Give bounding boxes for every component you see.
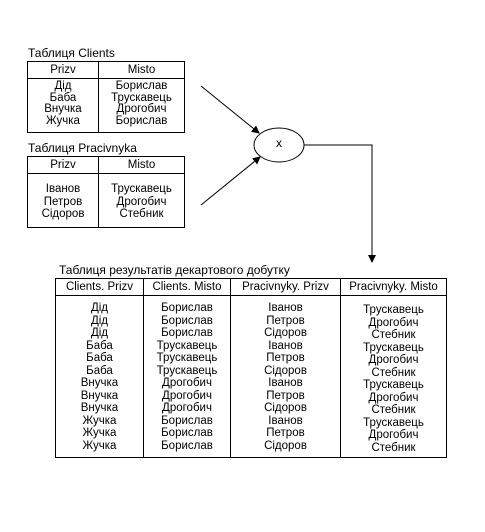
result-table: Clients. Prizv Clients. Misto Pracivnyky… [55,278,447,458]
clients-header-prizv: Prizv [27,61,99,79]
clients-misto-values: Борислав Трускавець Дрогобич Борислав [111,80,172,127]
result-pracivnyky-prizv-cell: Іванов Петров Сідоров Іванов Петров Сідо… [230,295,341,458]
result-clients-misto-cell: Борислав Борислав Борислав Трускавець Тр… [143,295,231,458]
result-header-pracivnyky-misto: Pracivnyky. Misto [340,278,447,296]
clients-table: Prizv Misto Дід Баба Внучка Жучка Борисл… [27,61,185,133]
pracivnyka-header-misto: Misto [98,156,185,174]
result-clients-prizv-values: Дід Дід Дід Баба Баба Баба Внучка Внучка… [80,302,119,452]
pracivnyka-caption: Таблиця Pracivnyka [28,141,137,155]
clients-header-misto: Misto [98,61,185,79]
pracivnyka-to-operator-arrow [200,156,261,206]
result-clients-prizv-cell: Дід Дід Дід Баба Баба Баба Внучка Внучка… [56,296,144,458]
pracivnyka-prizv-cell: Іванов Петров Сідоров [28,174,99,228]
result-clients-misto-values: Борислав Борислав Борислав Трускавець Тр… [156,302,218,452]
clients-misto-cell: Борислав Трускавець Дрогобич Борислав [98,78,185,133]
clients-to-operator-arrow [200,85,260,134]
pracivnyka-misto-values: Трускавець Дрогобич Стебник [111,183,172,220]
pracivnyka-prizv-values: Іванов Петров Сідоров [41,183,85,220]
pracivnyka-table: Prizv Misto Іванов Петров Сідоров Труска… [27,156,185,228]
pracivnyka-header-prizv: Prizv [27,156,99,174]
pracivnyka-misto-cell: Трускавець Дрогобич Стебник [98,173,185,228]
result-pracivnyky-prizv-values: Іванов Петров Сідоров Іванов Петров Сідо… [264,302,307,452]
operator-to-result-arrow [304,144,376,263]
result-pracivnyky-misto-values: Трускавець Дрогобич Стебник Трускавець Д… [363,304,424,454]
clients-prizv-cell: Дід Баба Внучка Жучка [28,79,99,133]
clients-caption: Таблиця Clients [28,46,115,60]
result-header-clients-misto: Clients. Misto [143,278,231,296]
result-header-clients-prizv: Clients. Prizv [55,278,144,296]
result-pracivnyky-misto-cell: Трускавець Дрогобич Стебник Трускавець Д… [340,295,447,458]
clients-prizv-values: Дід Баба Внучка Жучка [44,80,82,127]
result-caption: Таблиця результатів декартового добутку [59,263,290,277]
result-header-pracivnyky-prizv: Pracivnyky. Prizv [230,278,341,296]
operator-symbol: x [276,136,282,150]
